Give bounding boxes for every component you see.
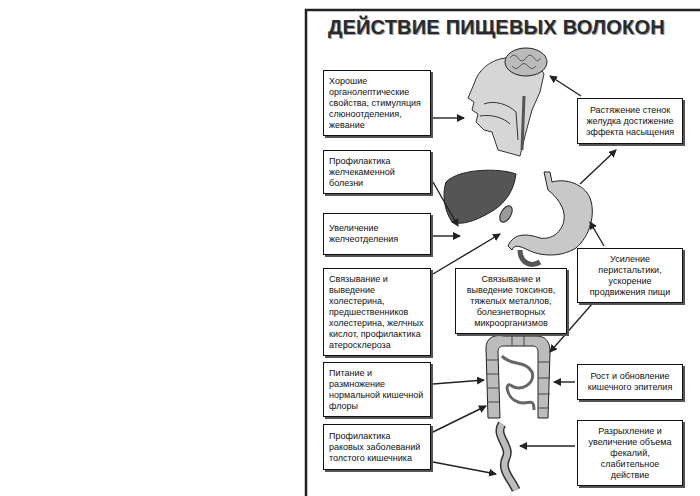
rectum-figure xyxy=(500,424,516,490)
effect-box: Связывание и выведение токсинов, тяжелых… xyxy=(455,268,567,334)
effect-box: Питание и размножение нормальной кишечно… xyxy=(323,362,431,417)
box-text: Питание и размножение нормальной кишечно… xyxy=(329,368,425,412)
box-text: Растяжение стенок желудка достижение эфф… xyxy=(583,105,677,138)
effect-box: Растяжение стенок желудка достижение эфф… xyxy=(577,98,683,144)
box-text: Профилактика раковых заболеваний толстог… xyxy=(329,431,425,464)
effect-box: Разрыхление и увеличение объема фекалий,… xyxy=(577,420,683,486)
box-text: Рост и обновление кишечного эпителия xyxy=(583,371,677,393)
effect-box: Связывание и выведение холестерина, пред… xyxy=(323,268,431,356)
box-text: Связывание и выведение холестерина, пред… xyxy=(329,274,425,351)
diagram-title: ДЕЙСТВИЕ ПИЩЕВЫХ ВОЛОКОН xyxy=(328,16,694,39)
effect-box: Хорошие органолептические свойства, стим… xyxy=(323,70,431,136)
effect-box: Увеличение желчеотделения xyxy=(323,213,431,255)
stomach-figure xyxy=(508,172,592,255)
box-text: Хорошие органолептические свойства, стим… xyxy=(329,76,425,131)
colon-figure xyxy=(486,336,550,419)
brain-figure xyxy=(505,48,547,76)
rectum-figure xyxy=(500,424,516,490)
effect-box: Рост и обновление кишечного эпителия xyxy=(577,364,683,400)
effect-box: Профилактика желчекаменной болезни xyxy=(323,150,431,194)
box-text: Увеличение желчеотделения xyxy=(329,223,425,245)
duodenum-figure xyxy=(520,250,540,264)
box-text: Разрыхление и увеличение объема фекалий,… xyxy=(583,426,677,481)
box-text: Профилактика желчекаменной болезни xyxy=(329,156,425,189)
gallbladder-figure xyxy=(497,204,515,225)
effect-box: Усиление перистальтики, ускорение продви… xyxy=(577,248,683,303)
effect-box: Профилактика раковых заболеваний толстог… xyxy=(323,424,431,470)
box-text: Связывание и выведение токсинов, тяжелых… xyxy=(461,274,561,329)
box-text: Усиление перистальтики, ускорение продви… xyxy=(583,254,677,298)
frame-line xyxy=(306,10,700,496)
